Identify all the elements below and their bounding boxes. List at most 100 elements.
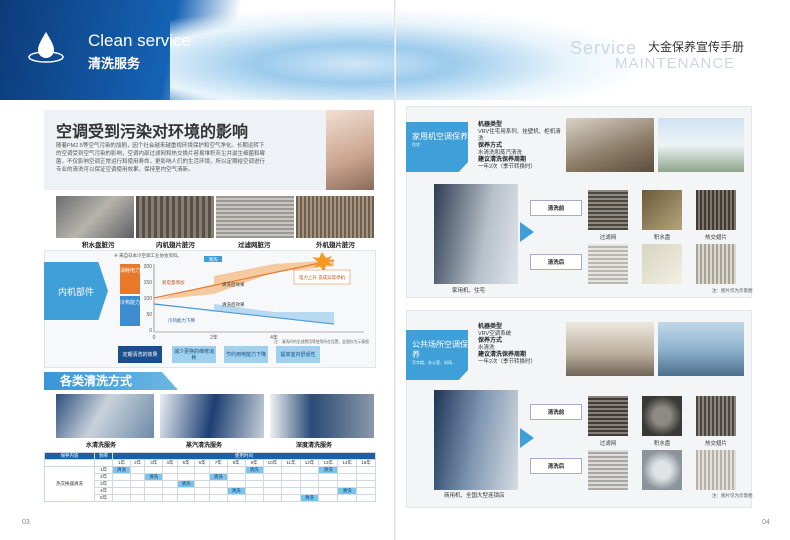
- thumb-pan-after: [642, 450, 682, 490]
- photo-office: [566, 322, 654, 376]
- thumb-caption: 过滤网: [599, 441, 617, 447]
- schedule-cell: [244, 480, 264, 488]
- row-group: 热交换器清洗: [43, 466, 96, 502]
- x-tick: 2年: [210, 334, 218, 341]
- schedule-cell: [144, 466, 164, 474]
- schedule-cell: [356, 494, 376, 502]
- year-cell: 12年: [299, 459, 320, 467]
- schedule-cell: [208, 466, 228, 474]
- sched-header: 保养内容: [43, 452, 96, 460]
- year-cell: 10年: [262, 459, 283, 467]
- schedule-cell: [226, 473, 246, 481]
- schedule-cell: 清洗: [244, 466, 264, 474]
- after-label: 清洗后: [530, 254, 582, 270]
- intro-panel: [44, 110, 374, 190]
- year-cell: 7年: [208, 459, 228, 467]
- brand-english: Clean service: [88, 31, 191, 50]
- schedule-cell: 清洗: [337, 487, 358, 495]
- thumb-pan-before: [642, 190, 682, 230]
- power-line: [153, 259, 335, 299]
- year-cell: 3年: [144, 459, 164, 467]
- photo-caption: 积水盘脏污: [82, 242, 115, 249]
- thumb-fins-before: [696, 190, 736, 230]
- schedule-cell: [208, 494, 228, 502]
- schedule-cell: [226, 494, 246, 502]
- schedule-cell: 清洗: [318, 466, 339, 474]
- photo-outdoor-fins: [296, 196, 374, 238]
- schedule-cell: [356, 480, 376, 488]
- before-label: 清洗前: [530, 404, 582, 420]
- year-cell: 8年: [226, 459, 246, 467]
- schedule-cell: 清洗: [299, 494, 320, 502]
- thumb-caption: 过滤网: [599, 235, 617, 241]
- schedule-cell: [162, 480, 178, 488]
- power-axis-band: [120, 264, 140, 294]
- clean-tag: 清洗: [209, 256, 218, 263]
- photo-deep-cleaning: [270, 394, 374, 438]
- effect-item: 减少更换的维修消耗: [172, 346, 216, 363]
- warning-box: [293, 269, 351, 285]
- schedule-cell: [318, 473, 339, 481]
- schedule-cell: [244, 473, 264, 481]
- method-caption: 蒸汽清洗服务: [186, 443, 223, 449]
- schedule-cell: [337, 494, 358, 502]
- schedule-cell: [194, 480, 210, 488]
- schedule-cell: [337, 480, 358, 488]
- year-cell: 2年: [129, 459, 146, 467]
- thumb-fins-before: [696, 396, 736, 436]
- thumb-filter-after: [588, 450, 628, 490]
- schedule-cell: [129, 466, 146, 474]
- schedule-cell: [162, 466, 178, 474]
- schedule-cell: 清洗: [226, 487, 246, 495]
- thumb-filter-after: [588, 244, 628, 284]
- page-spine: [394, 0, 396, 540]
- schedule-cell: [262, 487, 283, 495]
- freq-cell: 3年: [94, 480, 114, 488]
- public-tag: 公共场所空调保养写字楼、办公室、机场...: [406, 330, 468, 380]
- page-number: 03: [22, 519, 30, 526]
- schedule-cell: [262, 466, 283, 474]
- photo-caption: 过滤网脏污: [238, 242, 271, 249]
- year-cell: 11年: [281, 459, 301, 467]
- x-tick: 0: [153, 335, 156, 341]
- chart-source-note: ※ 来自日本冷空调工业协会资料。: [114, 253, 183, 258]
- photo-skyscrapers: [658, 322, 744, 376]
- schedule-cell: [337, 466, 358, 474]
- thumb-caption: 热交翅片: [704, 441, 727, 447]
- schedule-cell: [112, 480, 131, 488]
- chart-footnote: 注：清洗时的全部费用等使用所在设置，此图仅为示意图: [274, 339, 369, 344]
- year-cell: 13年: [318, 459, 339, 467]
- photo-steam-cleaning: [160, 394, 264, 438]
- year-cell: 5年: [176, 459, 196, 467]
- schedule-cell: [281, 473, 301, 481]
- capacity-area: [154, 304, 334, 324]
- freq-cell: 4年: [94, 487, 114, 495]
- page-number: 04: [762, 519, 770, 526]
- before-label: 清洗前: [530, 200, 582, 216]
- warning-text: 电力上升 造成异常停机: [299, 274, 346, 281]
- service-en-text: Service: [570, 38, 638, 58]
- photo-water-cleaning: [56, 394, 154, 438]
- schedule-cell: [144, 494, 164, 502]
- image-note: 注：图片仅为示意图: [712, 288, 753, 293]
- schedule-cell: [162, 487, 178, 495]
- method-caption: 水清洗服务: [86, 443, 117, 449]
- thumb-filter-before: [588, 190, 628, 230]
- schedule-cell: [176, 487, 196, 495]
- schedule-cell: [281, 466, 301, 474]
- schedule-cell: 清洗: [112, 466, 131, 474]
- component-label: 内机部件: [44, 262, 108, 320]
- photo-technician-public: [434, 390, 518, 490]
- thumb-fins-after: [696, 450, 736, 490]
- water-splash-image: [170, 10, 630, 100]
- sched-header: 使用时间: [112, 452, 376, 460]
- schedule-cell: [318, 487, 339, 495]
- section-title: 空调受到污染对环境的影响: [56, 124, 249, 141]
- photo-indoor-fins: [136, 196, 214, 238]
- x-tick: 4年: [270, 334, 278, 341]
- schedule-cell: [281, 494, 301, 502]
- photo-caption: 外机翅片脏污: [316, 242, 355, 249]
- brand-chinese: 清洗服务: [88, 56, 141, 71]
